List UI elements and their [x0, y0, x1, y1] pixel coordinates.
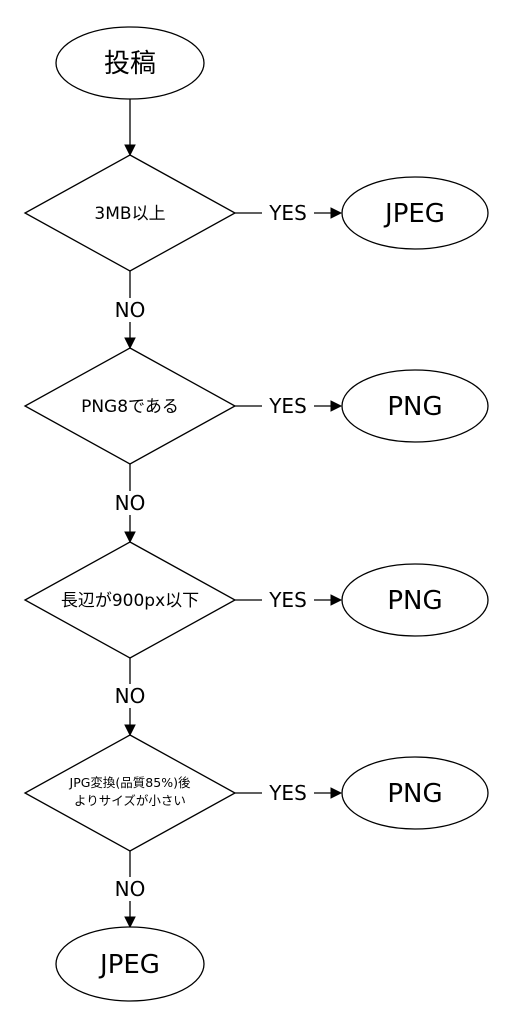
decision-2-yes-label: YES: [268, 394, 307, 418]
arrowhead: [124, 531, 136, 544]
result-jpeg-1: [341, 176, 489, 250]
start-label: 投稿: [104, 49, 156, 79]
decision-3-no-label: NO: [115, 684, 146, 708]
decision-4-label-line-2: よりサイズが小さい: [74, 793, 186, 808]
arrowhead: [124, 337, 136, 350]
decision-4-label-line-1: JPG変換(品質85%)後: [69, 775, 191, 790]
result-png-1: [341, 369, 489, 443]
arrowhead: [124, 724, 136, 737]
result-jpeg-1-label: JPEG: [383, 199, 445, 229]
result-png-2: [341, 563, 489, 637]
arrowhead: [124, 144, 136, 157]
decision-1-no-label: NO: [115, 298, 146, 322]
decision-2-label: PNG8である: [81, 397, 179, 417]
result-png-3-label: PNG: [387, 779, 442, 809]
arrowhead: [124, 916, 136, 929]
decision-3-yes-label: YES: [268, 588, 307, 612]
end-label: JPEG: [98, 950, 160, 980]
decision-3-label: 長辺が900px以下: [61, 591, 199, 611]
arrowhead: [330, 400, 343, 412]
result-png-2-label: PNG: [387, 586, 442, 616]
decision-1-label: 3MB以上: [94, 204, 165, 224]
decision-4-no-label: NO: [115, 877, 146, 901]
arrowhead: [330, 594, 343, 606]
arrowhead: [330, 787, 343, 799]
result-png-1-label: PNG: [387, 392, 442, 422]
decision-1-yes-label: YES: [268, 201, 307, 225]
result-png-3: [341, 756, 489, 830]
end-node: [55, 926, 205, 1002]
decision-2-no-label: NO: [115, 491, 146, 515]
arrowhead: [330, 207, 343, 219]
decision-4-yes-label: YES: [268, 781, 307, 805]
